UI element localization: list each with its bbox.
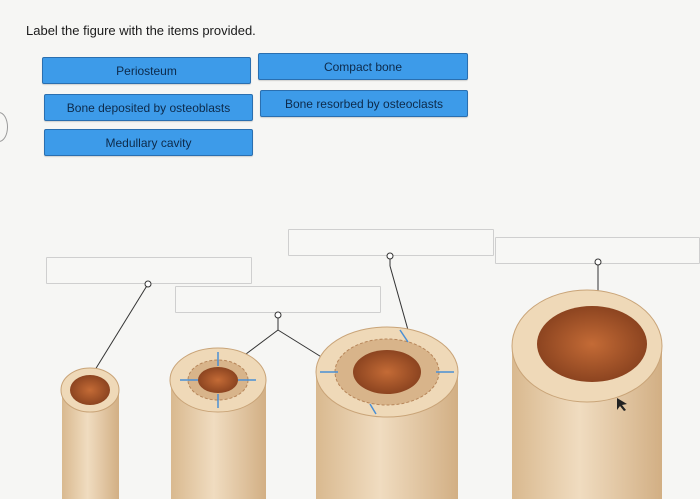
bone-stage-4 xyxy=(511,289,663,499)
drop-zone-1[interactable] xyxy=(46,257,252,284)
chip-text: Medullary cavity xyxy=(105,135,192,150)
instruction-text: Label the figure with the items provided… xyxy=(26,23,256,38)
leader-dots xyxy=(144,252,602,319)
chip-text: Compact bone xyxy=(323,59,403,74)
drop-zone-3[interactable] xyxy=(288,229,494,256)
chip-text: Periosteum xyxy=(116,63,177,78)
bone-stage-2 xyxy=(169,347,267,499)
chip-text: Bone deposited by osteoblasts xyxy=(66,100,231,115)
label-chip-bone-deposited[interactable]: Bone deposited by osteoblasts xyxy=(44,94,253,121)
label-chip-bone-resorbed[interactable]: Bone resorbed by osteoclasts xyxy=(260,90,468,117)
label-chip-periosteum[interactable]: Periosteum xyxy=(42,57,251,84)
bone-stage-1 xyxy=(60,367,120,499)
chip-text: Bone resorbed by osteoclasts xyxy=(284,96,444,111)
mouse-cursor-icon xyxy=(617,398,627,411)
bone-stage-3 xyxy=(315,326,459,499)
drop-zone-2[interactable] xyxy=(175,286,381,313)
label-chip-medullary-cavity[interactable]: Medullary cavity xyxy=(44,129,253,156)
label-chip-compact-bone[interactable]: Compact bone xyxy=(258,53,468,80)
